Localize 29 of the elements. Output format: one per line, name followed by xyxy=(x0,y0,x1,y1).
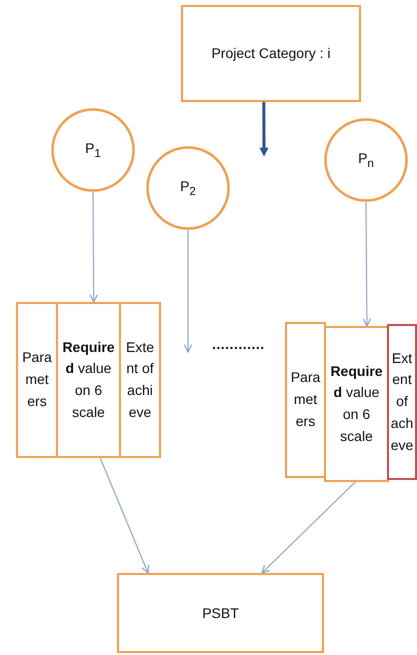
arrow xyxy=(90,192,98,303)
node-text: P$_{1}$ xyxy=(85,138,101,162)
circle-node xyxy=(146,146,230,230)
node-text: P$_{n}$ xyxy=(358,148,374,172)
arrow xyxy=(261,482,356,574)
node-text: Para met ers xyxy=(290,368,322,431)
arrow xyxy=(100,458,150,574)
node-text: P$_{2}$ xyxy=(180,176,196,200)
node-text: Ext ent of ach eve xyxy=(390,348,414,455)
process-box xyxy=(117,573,324,653)
table-cell xyxy=(16,302,58,458)
table-cell xyxy=(324,326,389,482)
table-cell xyxy=(387,324,417,480)
arrow xyxy=(362,202,371,327)
node-text: Project Category : i xyxy=(211,44,331,64)
table-cell xyxy=(119,302,161,458)
node-text: PSBT xyxy=(202,604,239,623)
arrow xyxy=(184,230,192,353)
table-cell xyxy=(285,322,326,478)
circle-node xyxy=(324,118,408,202)
process-box xyxy=(181,5,361,102)
table-cell xyxy=(56,302,121,458)
node-text: Require d value on 6 scale xyxy=(61,338,116,422)
arrow xyxy=(259,102,268,157)
ellipsis-dots: ............ xyxy=(212,336,265,352)
node-text: Exte nt of achi eve xyxy=(124,338,155,422)
circle-node xyxy=(51,108,135,192)
node-text: Require d value on 6 scale xyxy=(329,362,384,446)
node-text: Para met ers xyxy=(21,348,53,411)
